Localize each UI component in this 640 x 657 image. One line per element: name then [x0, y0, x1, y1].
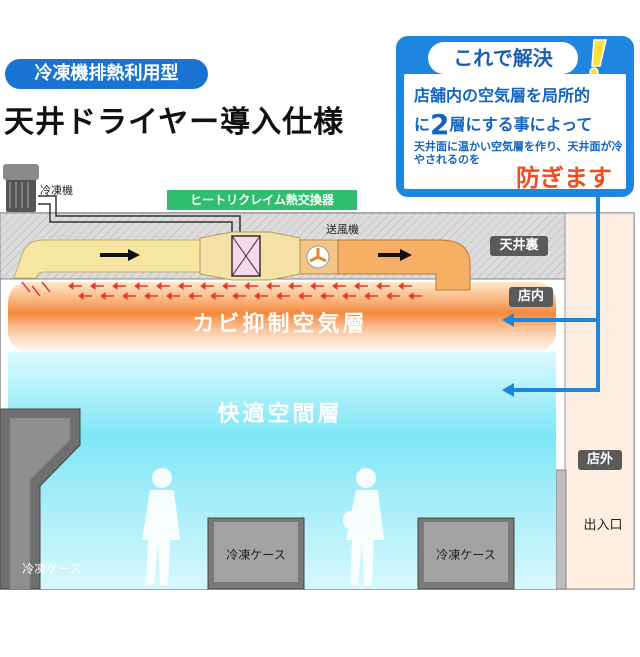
warm-air-arrowhead: [210, 292, 216, 300]
callout-line-1: 店舗内の空気層を局所的: [414, 86, 591, 105]
exclamation-icon: [589, 39, 607, 77]
callout-connector: [512, 197, 600, 392]
intake-arrow: [21, 281, 31, 293]
warm-air-arrowhead: [144, 292, 150, 300]
warm-air-arrowhead: [232, 292, 238, 300]
callout-line-3: 天井面に温かい空気層を作り、天井面が冷やされるのを: [414, 140, 623, 166]
refrigerator-icon: [3, 164, 39, 212]
warm-air-arrowhead: [266, 282, 272, 290]
person-silhouette: [142, 468, 180, 585]
warm-air-arrowhead: [90, 282, 96, 290]
warm-air-arrowhead: [398, 282, 404, 290]
ceiling-space-label: 天井裏: [490, 236, 548, 256]
warm-air-arrowhead: [122, 292, 128, 300]
warm-air-arrowhead: [156, 282, 162, 290]
callout-body: 店舗内の空気層を局所的 に2層にする事によって 天井面に温かい空気層を作り、天井…: [404, 74, 626, 192]
store-inside-label: 店内: [509, 287, 553, 307]
warm-air-arrowhead: [134, 282, 140, 290]
warm-air-arrowhead: [112, 282, 118, 290]
freezer-case-middle-label: 冷凍ケース: [226, 548, 286, 562]
blower-label: 送風機: [326, 223, 359, 236]
warm-air-arrowhead: [376, 282, 382, 290]
mold-layer-label: カビ抑制空気層: [192, 312, 368, 337]
warm-air-arrowhead: [408, 292, 414, 300]
freezer-case-right-label: 冷凍ケース: [436, 548, 496, 562]
warm-air-arrowhead: [100, 292, 106, 300]
warm-air-arrowhead: [288, 282, 294, 290]
comfort-layer-label: 快適空間層: [217, 402, 343, 427]
freezer-case-left-label: 冷凍ケース: [22, 562, 82, 576]
warm-air-arrowhead: [166, 292, 172, 300]
page-title: 天井ドライヤー導入仕様: [4, 105, 345, 140]
warm-air-arrowhead: [310, 282, 316, 290]
mold-layer: [8, 282, 556, 352]
refrigerator-label: 冷凍機: [40, 184, 73, 197]
warm-air-arrowhead: [320, 292, 326, 300]
person-silhouette: [343, 468, 384, 585]
warm-air-arrowhead: [178, 282, 184, 290]
warm-air-arrowhead: [68, 282, 74, 290]
callout-line-2: に2層にする事によって: [414, 108, 593, 141]
warm-air-arrowhead: [276, 292, 282, 300]
entrance-label: 出入口: [583, 518, 623, 533]
warm-air-arrowhead: [188, 292, 194, 300]
warm-air-arrowhead: [354, 282, 360, 290]
warm-air-arrowhead: [200, 282, 206, 290]
warm-air-arrowhead: [332, 282, 338, 290]
duct-intake: [13, 239, 221, 279]
type-badge: 冷凍機排熱利用型: [5, 59, 208, 89]
callout-emphasis: 防ぎます: [516, 164, 612, 192]
entrance-door: [555, 469, 567, 590]
intake-arrow: [41, 281, 51, 293]
warm-air-arrowhead: [222, 282, 228, 290]
warm-air-arrowhead: [364, 292, 370, 300]
warm-air-arrowhead: [298, 292, 304, 300]
warm-air-arrowhead: [244, 282, 250, 290]
warm-air-arrowhead: [342, 292, 348, 300]
warm-air-arrowhead: [386, 292, 392, 300]
intake-arrow: [31, 285, 41, 297]
solution-callout: これで解決 店舗内の空気層を局所的 に2層にする事によって 天井面に温かい空気層…: [396, 36, 634, 197]
heat-exchanger-label: ヒートリクレイム熱交換器: [167, 190, 357, 210]
warm-air-flow: [21, 281, 422, 300]
warm-air-arrowhead: [254, 292, 260, 300]
warm-air-arrowhead: [78, 292, 84, 300]
callout-heading: これで解決: [428, 42, 578, 74]
duct-outlet: [337, 239, 471, 291]
store-outside-label: 店外: [578, 450, 622, 470]
